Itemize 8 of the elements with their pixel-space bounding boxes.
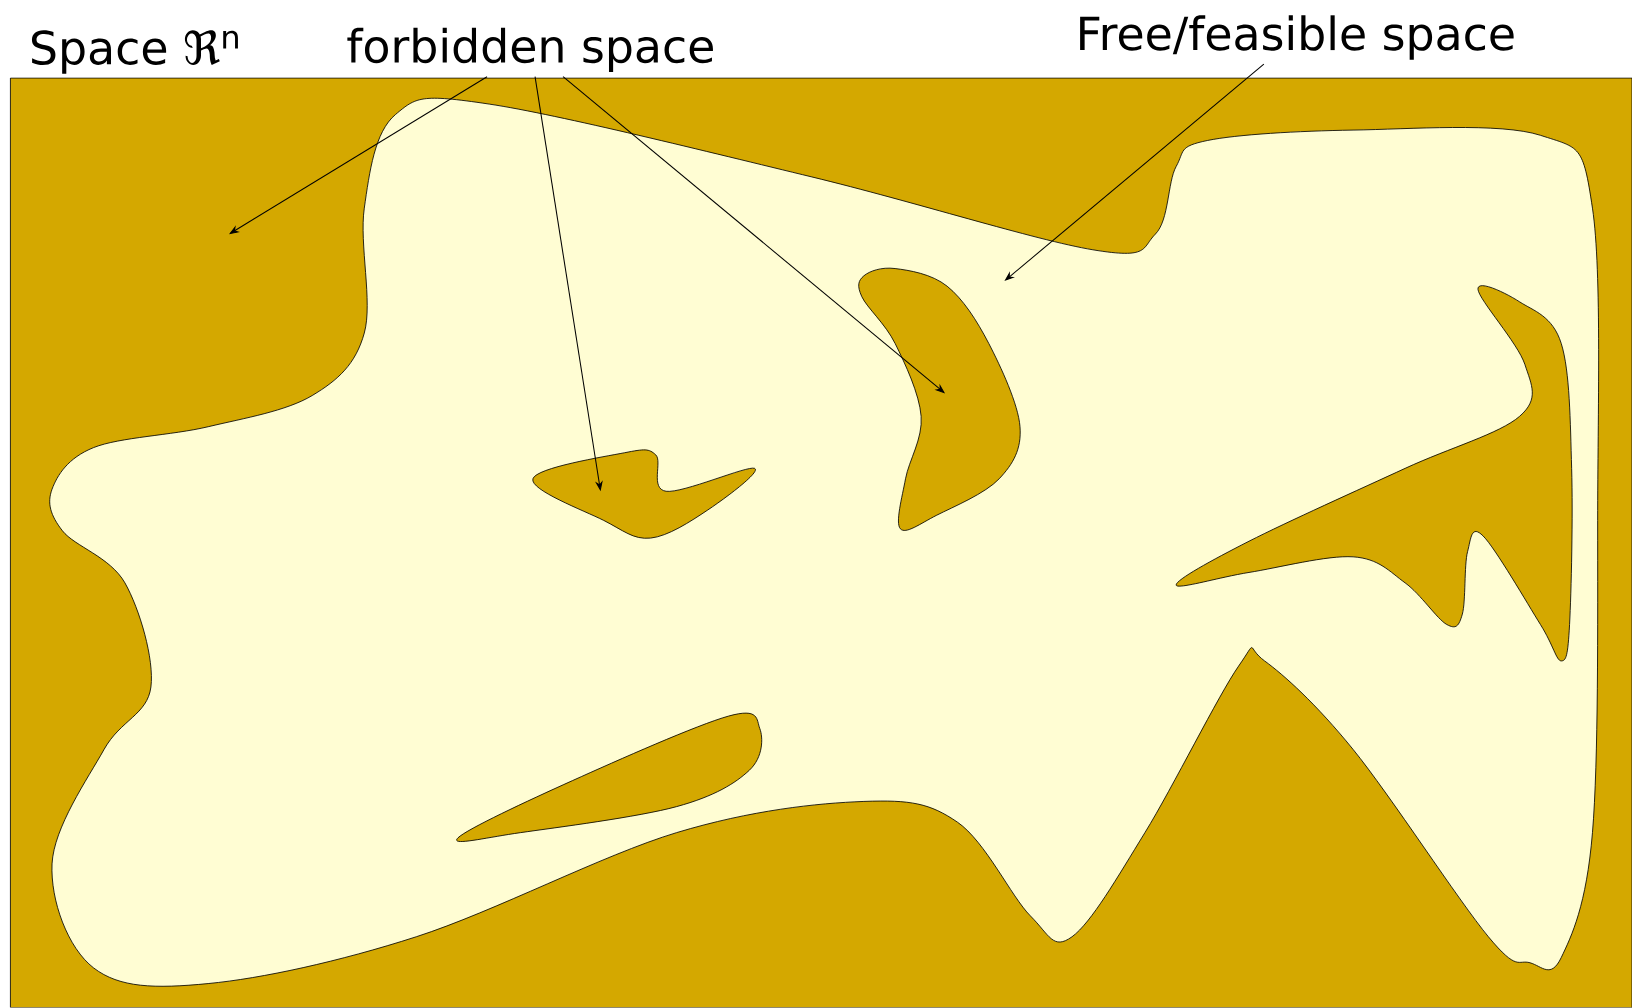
- obstacle-shape: [858, 267, 1021, 532]
- obstacle-shape: [1175, 285, 1573, 662]
- leader-line: [229, 76, 488, 235]
- label-text: Free/feasible space: [1080, 15, 1514, 60]
- label-text: forbidden space: [347, 28, 713, 73]
- label-text: Space ℜ$^{n}$: [31, 30, 238, 75]
- obstacle-shape: [532, 449, 756, 539]
- obstacle-shape: [456, 712, 763, 843]
